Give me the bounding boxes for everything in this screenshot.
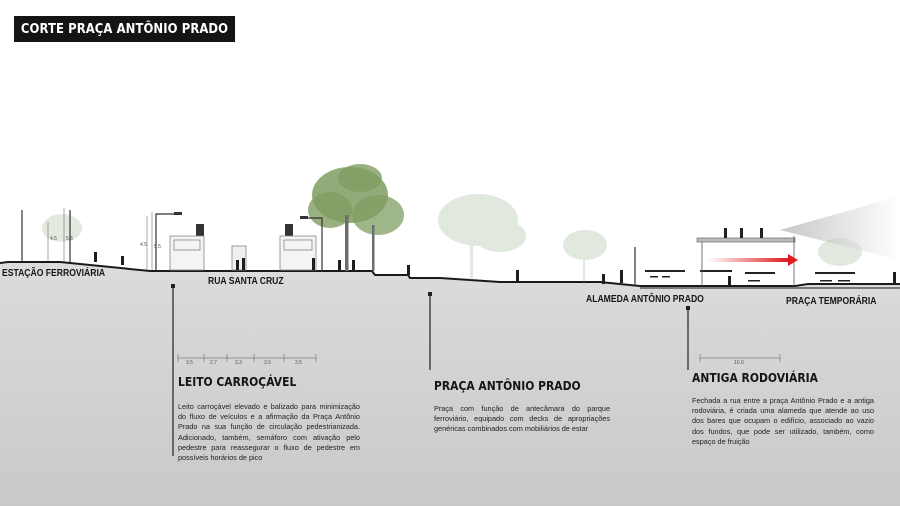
lane-dim-3: 3.3	[235, 360, 242, 366]
lane-dimension-line	[177, 354, 317, 362]
heading-praca-antonio-prado: PRAÇA ANTÔNIO PRADO	[434, 378, 581, 393]
people	[94, 252, 896, 286]
ground-line	[0, 261, 900, 287]
cafe-furniture	[645, 270, 855, 282]
heading-leito-carrocavel: LEITO CARROÇÁVEL	[178, 374, 297, 389]
tree	[308, 164, 404, 271]
text-praca-antonio-prado: Praça com função de antecâmara do parque…	[434, 404, 610, 434]
drawing-title: CORTE PRAÇA ANTÔNIO PRADO	[14, 16, 235, 42]
faded-trees	[42, 194, 862, 283]
label-estacao-ferroviaria: ESTAÇÃO FERROVIÁRIA	[2, 268, 106, 279]
lane-dim-1: 3.5	[186, 360, 193, 366]
label-praca-temporaria: PRAÇA TEMPORÁRIA	[786, 296, 877, 307]
lane-dim-4: 3.5	[264, 360, 271, 366]
traffic-lights	[174, 212, 308, 237]
red-arrow	[708, 258, 788, 262]
elev-4: 5.5	[154, 244, 161, 250]
elevation-markers	[47, 208, 153, 270]
ground-section	[0, 262, 900, 506]
elev-2: 5.5	[66, 236, 73, 242]
alameda-dim: 10.0	[734, 360, 744, 366]
label-alameda-antonio-prado: ALAMEDA ANTÔNIO PRADO	[586, 294, 704, 305]
leader-lines	[172, 288, 689, 456]
bus-station-canopy	[696, 196, 900, 286]
text-leito-carrocavel: Leito carroçável elevado e balizado para…	[178, 402, 360, 463]
lane-dim-5: 3.5	[295, 360, 302, 366]
lane-dim-2: 2.7	[210, 360, 217, 366]
elev-3: 4.5	[140, 242, 147, 248]
text-antiga-rodoviaria: Fechada a rua entre a praça Antônio Prad…	[692, 396, 874, 446]
elev-1: 4.5	[50, 236, 57, 242]
label-rua-santa-cruz: RUA SANTA CRUZ	[208, 276, 284, 287]
alameda-dimension-line	[699, 354, 781, 362]
heading-antiga-rodoviaria: ANTIGA RODOVIÁRIA	[692, 370, 818, 385]
